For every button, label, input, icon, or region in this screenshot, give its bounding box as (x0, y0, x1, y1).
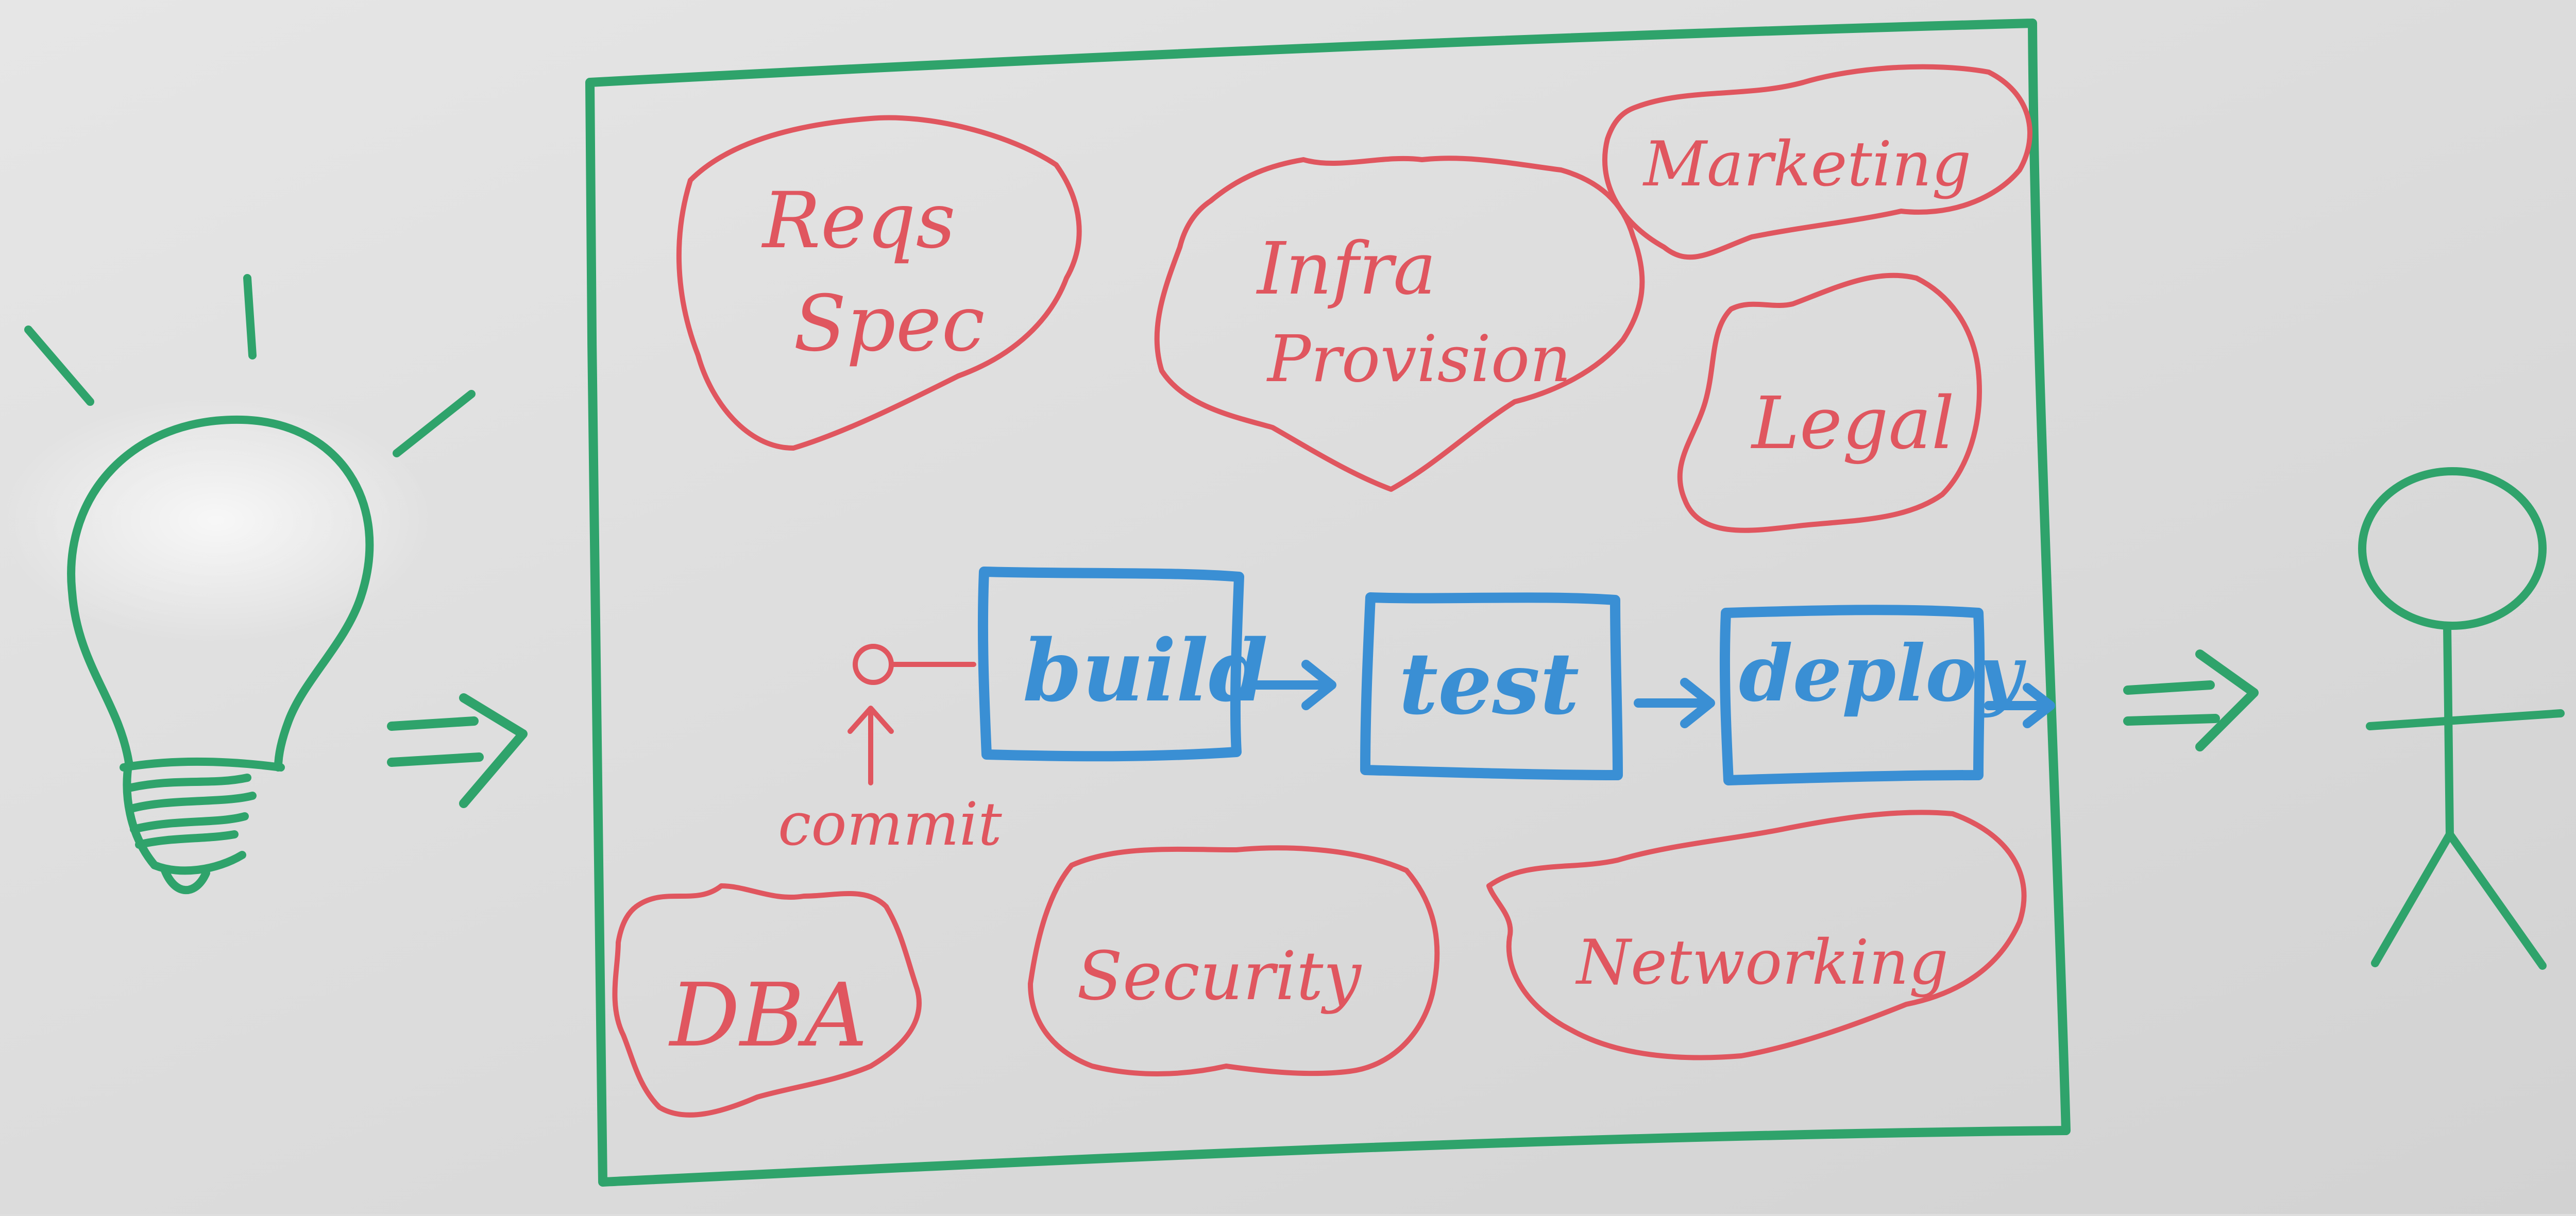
light-glare (0, 397, 433, 644)
deploy-stage-box (1719, 605, 1985, 785)
infra-label: Infra (1256, 227, 1436, 311)
cloud-security (1028, 845, 1440, 1076)
cloud-legal (1677, 272, 1982, 533)
dba-label: DBA (668, 965, 868, 1067)
lightbulb-icon (24, 274, 476, 895)
provision-label: Provision (1266, 322, 1571, 397)
arrow-test-to-deploy-icon (1634, 678, 1715, 728)
cloud-dba (612, 883, 922, 1118)
marketing-label: Marketing (1642, 129, 1971, 200)
stage-build-label: build (1023, 621, 1268, 721)
arrow-build-to-test-icon (1252, 660, 1336, 710)
commit-label: commit (778, 790, 1003, 859)
test-stage-box (1360, 592, 1623, 780)
commit-marker (848, 644, 976, 785)
stick-figure-icon (2358, 467, 2565, 970)
cloud-marketing (1602, 64, 2032, 260)
security-label: Security (1077, 937, 1362, 1015)
cloud-infra-provision (1154, 156, 1645, 492)
arrow-deploy-out-icon (1984, 683, 2055, 728)
process-frame (585, 19, 2071, 1187)
stage-test-label: test (1399, 633, 1579, 733)
legal-label: Legal (1750, 382, 1955, 466)
reqs-label: Reqs (761, 176, 956, 266)
stage-deploy-label: deploy (1739, 628, 2026, 719)
build-stage-box (977, 567, 1244, 762)
cloud-networking (1486, 810, 2027, 1060)
arrow-into-process-icon (387, 693, 528, 808)
networking-label: Networking (1575, 927, 1948, 999)
cloud-reqs-spec (676, 115, 1082, 451)
arrow-to-user-icon (2123, 649, 2259, 751)
spec-label: Spec (793, 279, 985, 369)
